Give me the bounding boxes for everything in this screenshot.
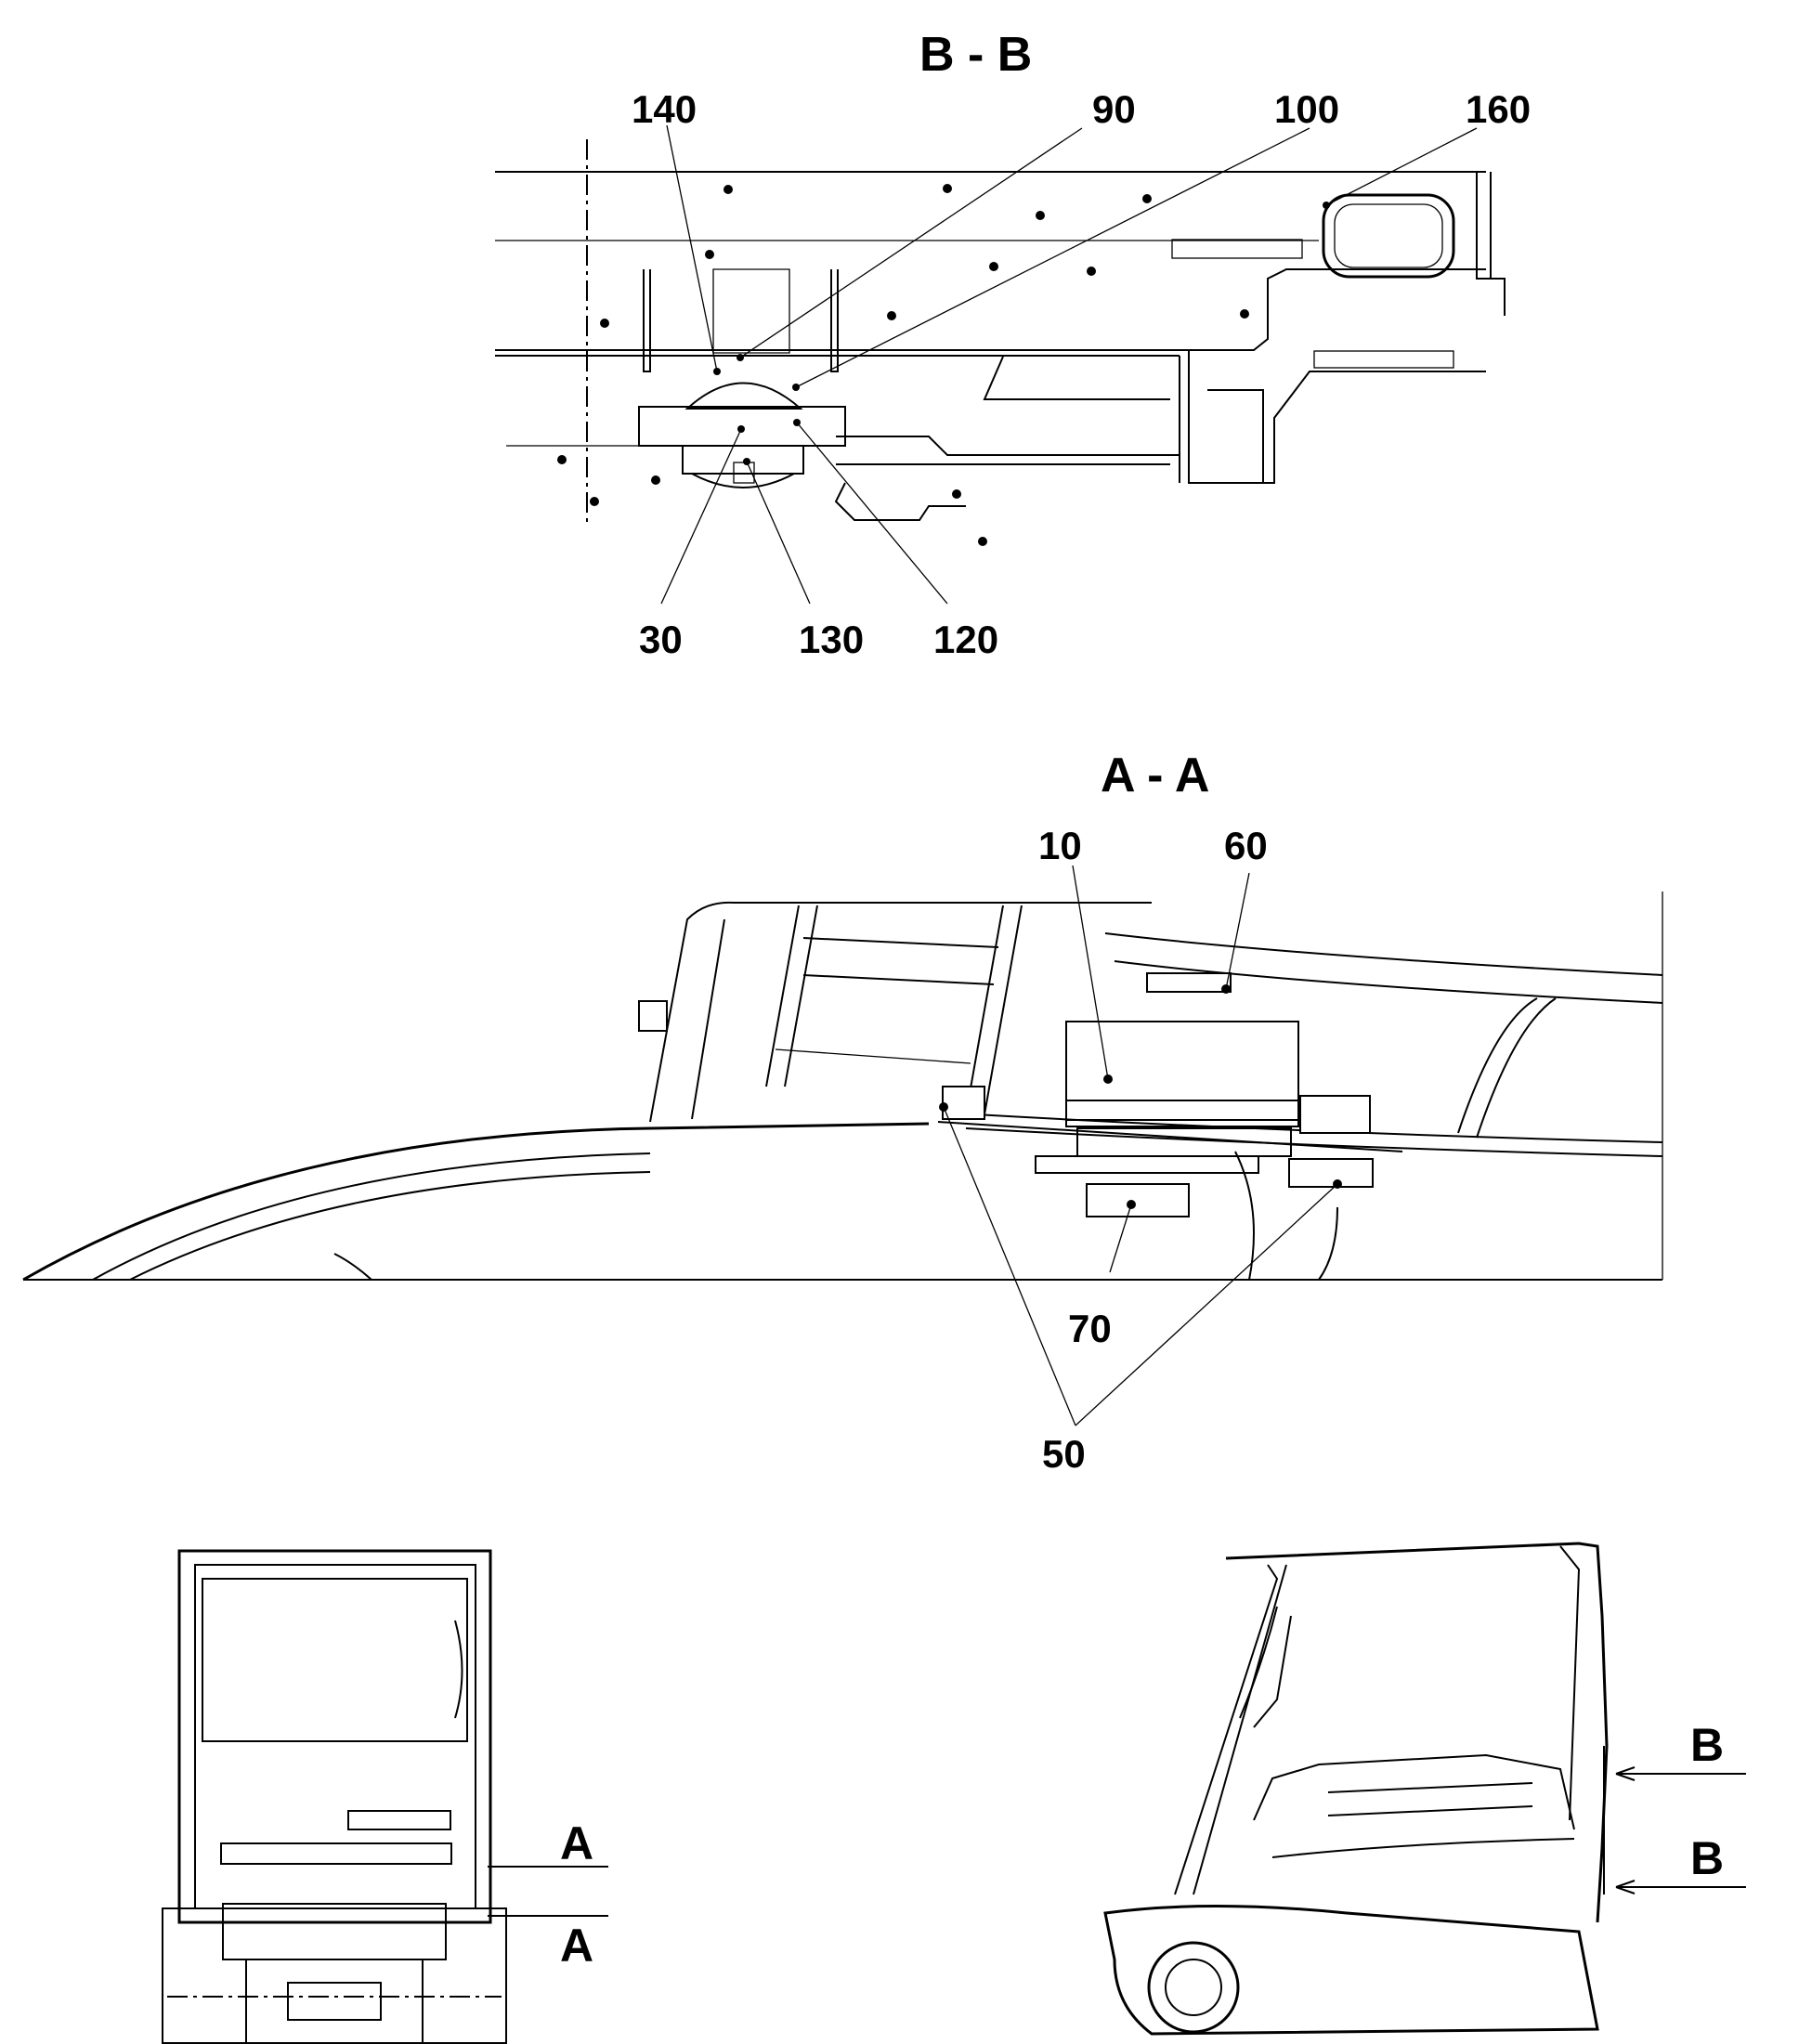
callout-10: 10: [1038, 824, 1082, 867]
callout-70: 70: [1068, 1307, 1112, 1350]
callout-160: 160: [1466, 87, 1531, 131]
section-aa-title: A - A: [1101, 749, 1209, 802]
cut-mark-b-upper: B: [1690, 1719, 1724, 1771]
callout-30: 30: [639, 618, 683, 661]
callout-90: 90: [1092, 87, 1136, 131]
front-view: A A: [162, 1549, 608, 2044]
callout-140: 140: [632, 87, 697, 131]
side-view: B B: [1103, 1542, 1746, 2036]
section-bb-view: B - B: [495, 28, 1531, 661]
callout-120: 120: [933, 618, 998, 661]
section-aa-view: A - A: [22, 749, 1663, 1476]
callout-50: 50: [1042, 1432, 1086, 1476]
cut-mark-a-upper: A: [560, 1817, 593, 1869]
cut-mark-b-lower: B: [1690, 1832, 1724, 1884]
callout-60: 60: [1224, 824, 1268, 867]
section-bb-title: B - B: [919, 28, 1032, 82]
callout-100: 100: [1274, 87, 1339, 131]
callout-130: 130: [799, 618, 864, 661]
cut-mark-a-lower: A: [560, 1920, 593, 1972]
